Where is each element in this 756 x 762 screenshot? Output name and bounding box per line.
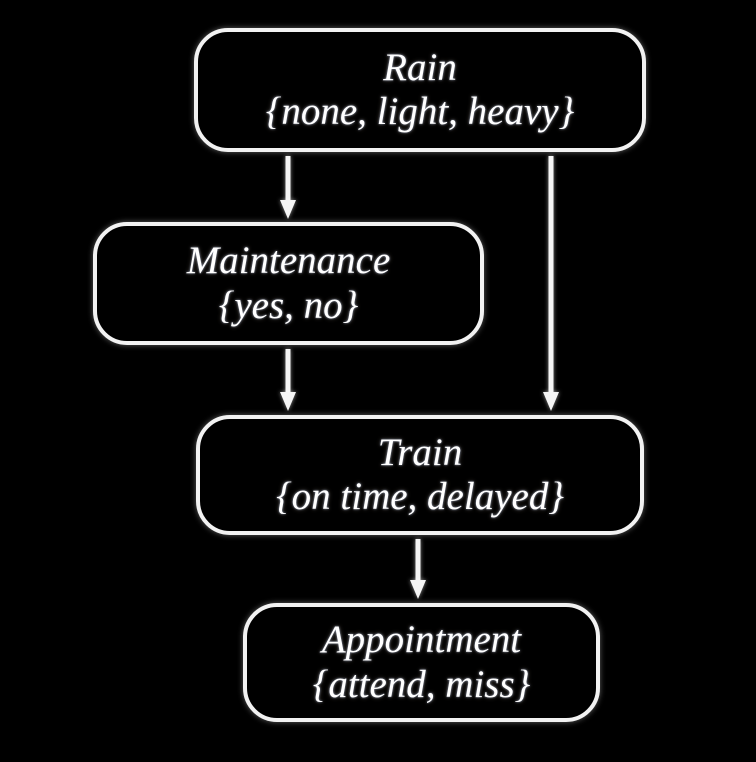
node-train[interactable]: Train {on time, delayed}	[196, 415, 644, 535]
node-appointment-domain: {attend, miss}	[312, 662, 531, 706]
node-appointment[interactable]: Appointment {attend, miss}	[243, 603, 600, 722]
edge-rain-to-train	[543, 156, 559, 411]
node-train-domain: {on time, delayed}	[276, 475, 564, 518]
node-rain-domain: {none, light, heavy}	[265, 90, 575, 133]
node-rain[interactable]: Rain {none, light, heavy}	[194, 28, 646, 152]
arrowhead-icon	[280, 200, 296, 219]
arrowhead-icon	[280, 392, 296, 411]
edge-rain-to-maintenance	[280, 156, 296, 219]
node-rain-title: Rain	[383, 45, 457, 89]
node-maintenance-title: Maintenance	[186, 239, 391, 283]
arrowhead-icon	[543, 392, 559, 411]
arrowhead-icon	[410, 580, 426, 599]
node-maintenance[interactable]: Maintenance {yes, no}	[93, 222, 484, 345]
node-train-title: Train	[377, 430, 463, 474]
edge-train-to-appointment	[410, 539, 426, 599]
node-appointment-title: Appointment	[321, 618, 522, 662]
edge-maintenance-to-train	[280, 349, 296, 411]
node-maintenance-domain: {yes, no}	[218, 283, 359, 327]
